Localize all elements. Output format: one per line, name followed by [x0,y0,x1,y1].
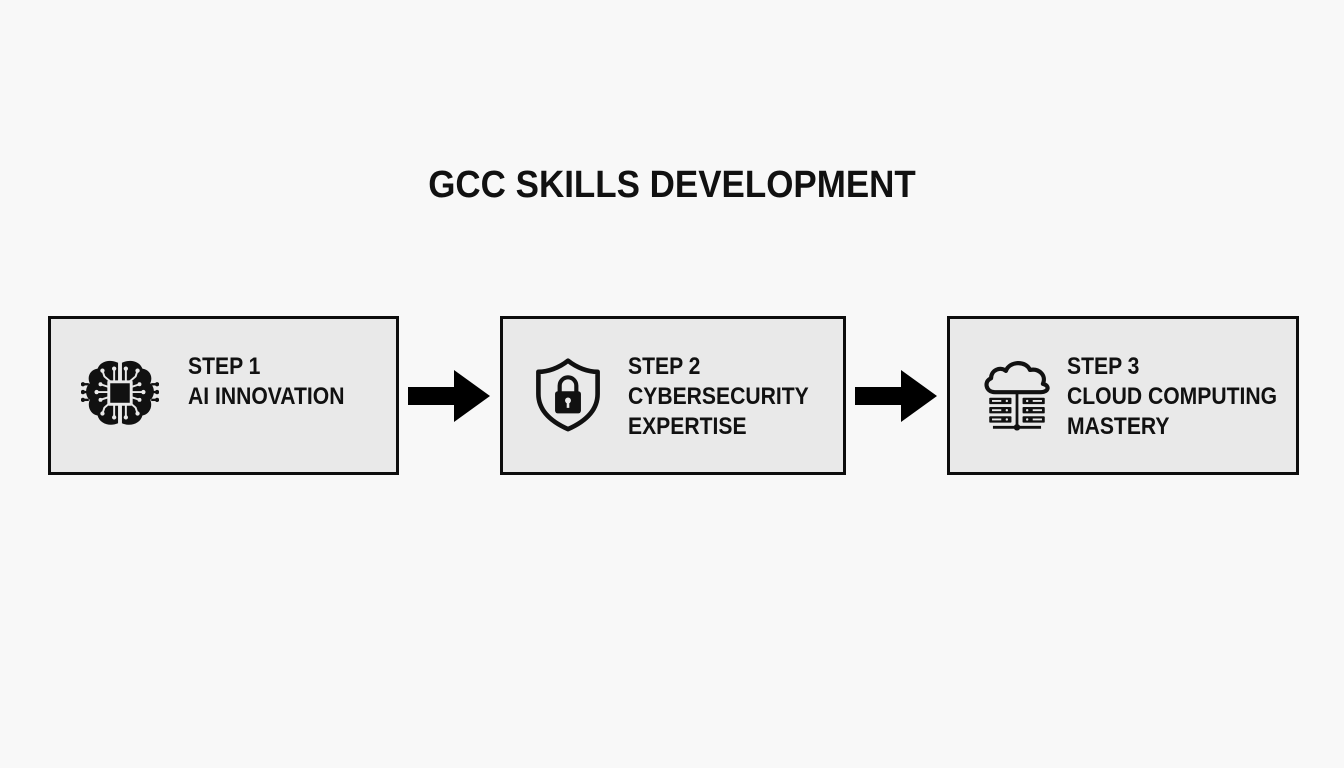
step-2-text: STEP 2 CYBERSECURITY EXPERTISE [628,352,809,442]
shield-lock-icon [536,358,600,432]
step-3-label: STEP 3 [1067,353,1140,380]
step-1-text: STEP 1 AI INNOVATION [188,352,344,412]
diagram-title: GCC SKILLS DEVELOPMENT [428,164,916,206]
step-3-box: STEP 3 CLOUD COMPUTING MASTERY [947,316,1299,475]
cloud-server-icon [984,361,1050,431]
step-1-label: STEP 1 [188,353,261,380]
step-2-title-line2: EXPERTISE [628,413,747,440]
arrow-right-icon [408,370,490,422]
arrow-right-icon [855,370,937,422]
step-3-title-line2: MASTERY [1067,413,1170,440]
brain-chip-icon [81,360,159,425]
step-1-box: STEP 1 AI INNOVATION [48,316,399,475]
step-2-box: STEP 2 CYBERSECURITY EXPERTISE [500,316,846,475]
step-1-title: AI INNOVATION [188,383,345,410]
step-2-title-line1: CYBERSECURITY [628,383,809,410]
step-3-title-line1: CLOUD COMPUTING [1067,383,1278,410]
step-2-label: STEP 2 [628,353,701,380]
step-3-text: STEP 3 CLOUD COMPUTING MASTERY [1067,352,1277,442]
